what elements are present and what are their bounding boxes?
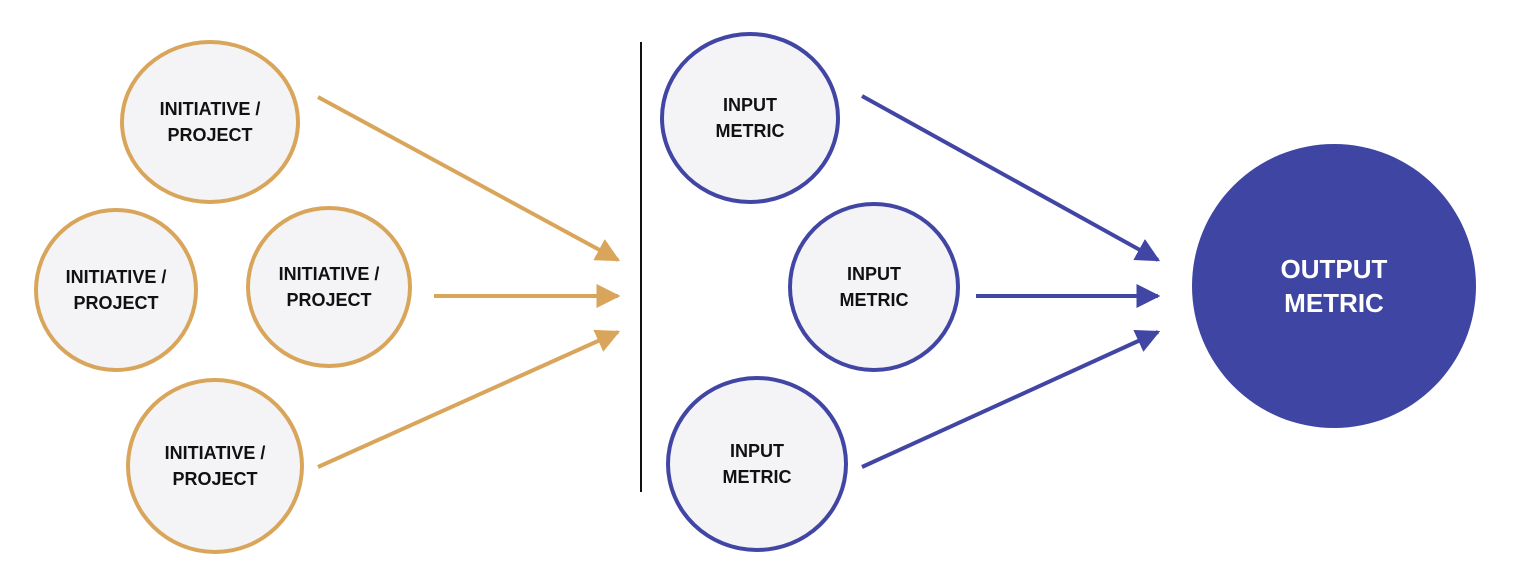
input-arrow-bottom	[861, 330, 1161, 469]
initiative-node: INITIATIVE / PROJECT	[126, 378, 304, 554]
node-label-line2: PROJECT	[167, 125, 253, 145]
node-label-line2: PROJECT	[172, 469, 258, 489]
node-label: OUTPUT METRIC	[1281, 252, 1388, 320]
node-label: INITIATIVE / PROJECT	[66, 264, 167, 316]
node-label: INITIATIVE / PROJECT	[160, 96, 261, 148]
node-label-line1: OUTPUT	[1280, 254, 1388, 284]
node-label: INITIATIVE / PROJECT	[165, 440, 266, 492]
node-label: INPUT METRIC	[723, 438, 792, 490]
node-label-line2: PROJECT	[286, 290, 372, 310]
node-label-line2: METRIC	[1284, 288, 1384, 318]
node-label-line1: INITIATIVE /	[164, 443, 266, 463]
node-label-line2: METRIC	[722, 467, 792, 487]
node-label: INITIATIVE / PROJECT	[279, 261, 380, 313]
output-metric-node: OUTPUT METRIC	[1192, 144, 1476, 428]
initiative-node: INITIATIVE / PROJECT	[246, 206, 412, 368]
node-label-line1: INITIATIVE /	[159, 99, 261, 119]
initiative-arrow-top	[317, 95, 621, 262]
node-label-line2: METRIC	[715, 121, 785, 141]
node-label-line1: INITIATIVE /	[65, 267, 167, 287]
node-label-line2: METRIC	[839, 290, 909, 310]
input-metric-node: INPUT METRIC	[788, 202, 960, 372]
node-label-line1: INPUT	[730, 441, 784, 461]
input-arrow-top	[861, 94, 1161, 262]
initiative-node: INITIATIVE / PROJECT	[120, 40, 300, 204]
section-divider	[640, 42, 642, 492]
initiative-node: INITIATIVE / PROJECT	[34, 208, 198, 372]
input-metric-node: INPUT METRIC	[666, 376, 848, 552]
node-label: INPUT METRIC	[716, 92, 785, 144]
node-label-line2: PROJECT	[73, 293, 159, 313]
node-label-line1: INITIATIVE /	[278, 264, 380, 284]
node-label: INPUT METRIC	[840, 261, 909, 313]
node-label-line1: INPUT	[723, 95, 777, 115]
input-metric-node: INPUT METRIC	[660, 32, 840, 204]
initiative-arrow-bottom	[317, 329, 621, 469]
node-label-line1: INPUT	[847, 264, 901, 284]
